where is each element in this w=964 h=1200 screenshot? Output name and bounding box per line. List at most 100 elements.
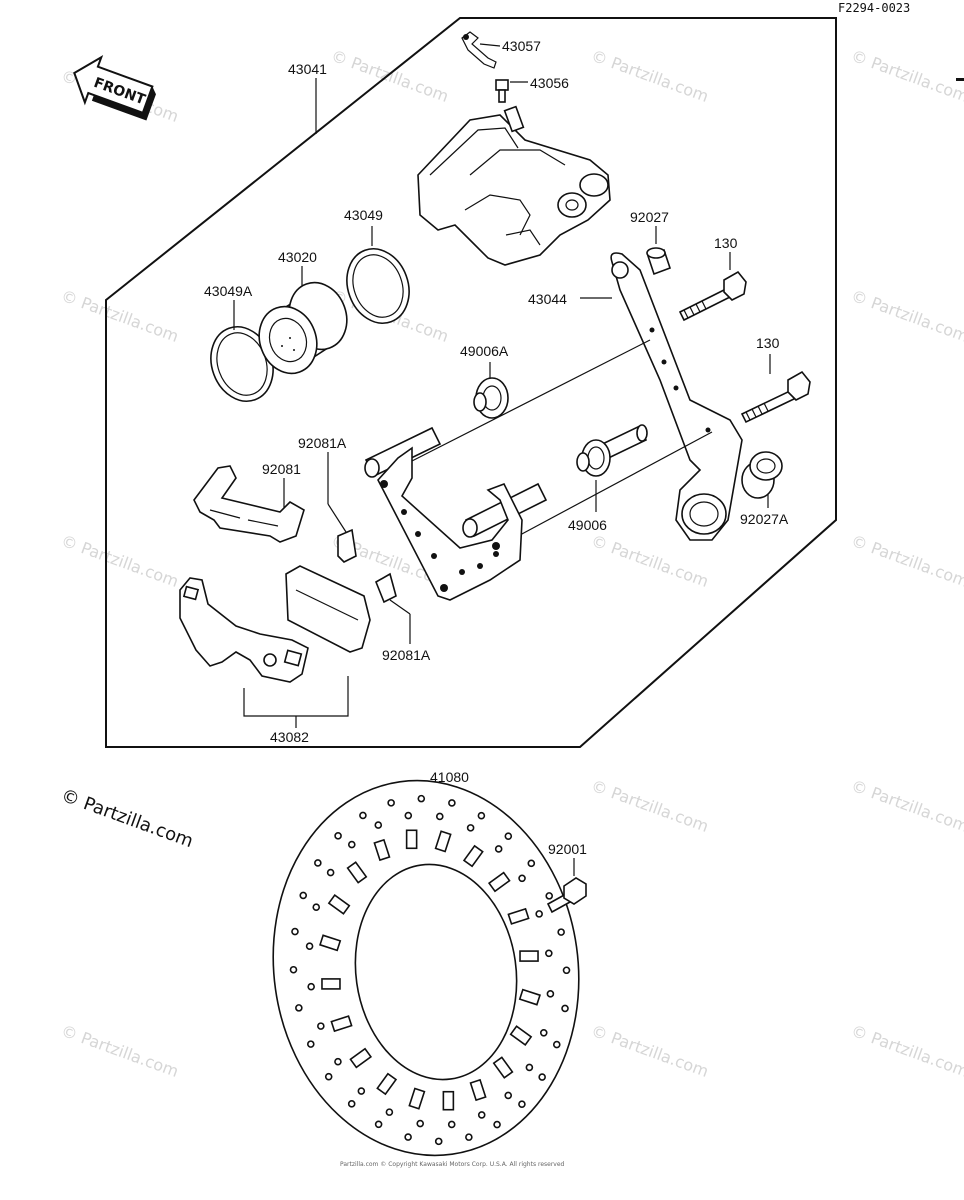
disc-slot [518,988,541,1006]
brake-disc-41080 [272,779,580,1157]
disc-hole [518,1100,526,1108]
disc-hole [477,811,486,820]
label-43020: 43020 [278,249,317,265]
label-92081a-top: 92081A [298,435,347,451]
watermark: © Partzilla.com [589,1021,712,1081]
disc-hole [387,799,395,807]
disc-slot [327,893,351,915]
boot-49006 [576,439,611,477]
footer-fine-print: Partzilla.com © Copyright Kawasaki Motor… [340,1161,565,1168]
watermark: © Partzilla.com [589,46,712,106]
disc-hole [312,903,321,912]
label-92001: 92001 [548,841,587,857]
disc-slot [492,1056,514,1079]
watermark: © Partzilla.com [589,776,712,836]
bleeder-43056 [495,79,509,103]
disc-slot [442,1090,455,1111]
label-43041: 43041 [288,61,327,77]
collar-92027a [741,451,783,499]
disc-hole [291,927,299,936]
disc-hole [334,832,342,840]
disc-hole [465,1133,473,1141]
disc-hole [448,799,456,807]
disc-hole [546,990,555,998]
disc-hole [359,811,367,820]
disc-hole [557,928,565,936]
disc-hole [504,1091,513,1100]
label-49006a: 49006A [460,343,509,359]
disc-hole [295,1004,303,1012]
disc-hole [299,891,308,900]
disc-slot [487,871,511,893]
spring-92081 [193,465,305,543]
disc-slot [321,978,341,990]
disc-hole [447,1120,456,1129]
copyright-text: © Partzilla.com [58,785,196,852]
disc-hole [435,812,444,821]
assembly-outline [105,17,837,748]
disc-slot [507,907,530,925]
disc-hole [545,892,554,900]
watermark: © Partzilla.com [329,46,452,106]
disc-slot [519,950,539,962]
corner-marker [956,78,964,81]
disc-hole [562,966,571,975]
caliper-body [417,105,611,266]
disc-hole [404,1133,412,1141]
watermark: © Partzilla.com [849,1021,964,1081]
front-arrow: FRONT [73,55,156,121]
seal-43049a [210,326,274,402]
part-labels: 43041 43057 43056 43049 43020 43049A 920… [204,38,789,857]
pad-friction [285,565,371,653]
watermark: © Partzilla.com [849,531,964,591]
watermark: © Partzilla.com [59,531,182,591]
clip-92081a-top [337,528,357,563]
label-43057: 43057 [502,38,541,54]
disc-hole [552,1040,561,1049]
seal-43049 [346,248,410,324]
watermark: © Partzilla.com [849,776,964,836]
disc-hole [494,845,503,853]
disc-hole [305,942,314,950]
clip-92081a-bottom [374,572,397,604]
label-92081a-bottom: 92081A [382,647,431,663]
caliper-bracket [377,446,523,601]
disc-slot [330,1015,353,1033]
disc-slot [509,1025,533,1047]
watermark: © Partzilla.com [59,286,182,346]
label-43044: 43044 [528,291,567,307]
disc-hole [477,1111,486,1119]
disc-hole [417,794,426,803]
bolt-130-lower [740,370,811,424]
disc-hole [306,1040,315,1048]
watermark: © Partzilla.com [849,46,964,106]
disc-hole [385,1108,394,1116]
disc-hole [324,1072,333,1081]
disc-hole [535,910,543,918]
disc-hole [326,868,335,877]
boot-49006a [473,377,509,419]
disc-hole [525,1063,534,1072]
label-130-lower: 130 [756,335,780,351]
disc-hole [347,1100,356,1108]
disc-hole [347,840,356,849]
label-41080: 41080 [430,769,469,785]
watermark: © Partzilla.com [849,286,964,346]
disc-hole [466,824,475,832]
label-43049a: 43049A [204,283,253,299]
disc-hole [539,1028,548,1037]
disc-hole [314,859,322,867]
disc-hole [504,832,513,840]
holder-43044 [610,252,743,541]
disc-hole [374,1120,383,1129]
disc-hole [518,874,526,883]
disc-hole [334,1057,342,1066]
label-43056: 43056 [530,75,569,91]
disc-hole [527,859,536,868]
disc-slot [434,830,452,853]
label-92027a: 92027A [740,511,789,527]
disc-hole [538,1073,546,1081]
disc-slot [373,838,391,862]
bolt-130-upper [678,270,747,322]
